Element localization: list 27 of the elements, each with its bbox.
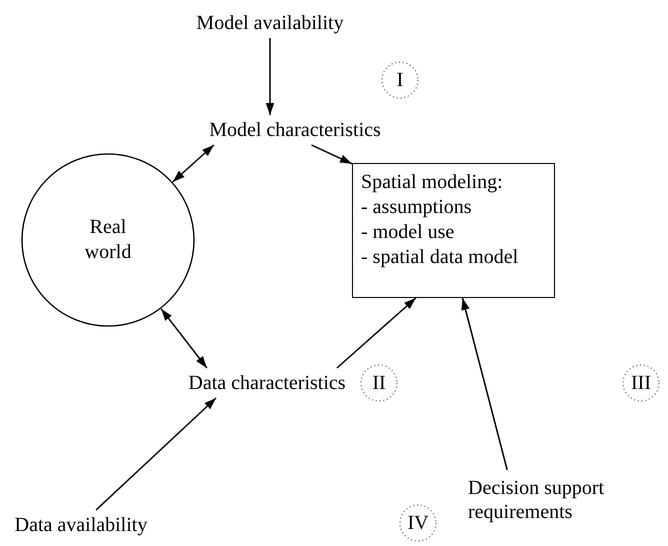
arrow — [160, 308, 208, 368]
node-label: Model characteristics — [198, 115, 392, 145]
list-item: - spatial data model — [361, 245, 520, 270]
node-label: Decision support requirements — [468, 470, 638, 530]
list-item: - model use — [361, 220, 456, 245]
numeral-circle — [381, 61, 419, 99]
arrow — [311, 144, 352, 164]
arrow — [266, 38, 274, 115]
section-numeral: II — [372, 370, 386, 396]
list-item: - assumptions — [361, 195, 473, 220]
numeral-circle — [360, 364, 398, 402]
node-label: Model availability — [180, 8, 360, 38]
node-label: Real world — [84, 215, 132, 265]
process-box — [352, 163, 555, 298]
numeral-circle — [399, 504, 437, 542]
numeral-circle — [622, 364, 660, 402]
box-heading: Spatial modeling: — [361, 170, 504, 195]
node-label: Data availability — [0, 510, 162, 540]
arrow — [96, 397, 217, 511]
arrow — [172, 144, 214, 182]
section-numeral: III — [631, 370, 651, 396]
section-numeral: IV — [407, 510, 429, 536]
node-label: Data characteristics — [178, 368, 356, 398]
arrow — [336, 297, 416, 369]
section-numeral: I — [396, 68, 404, 92]
circle-node — [21, 153, 195, 327]
arrow — [461, 298, 508, 470]
